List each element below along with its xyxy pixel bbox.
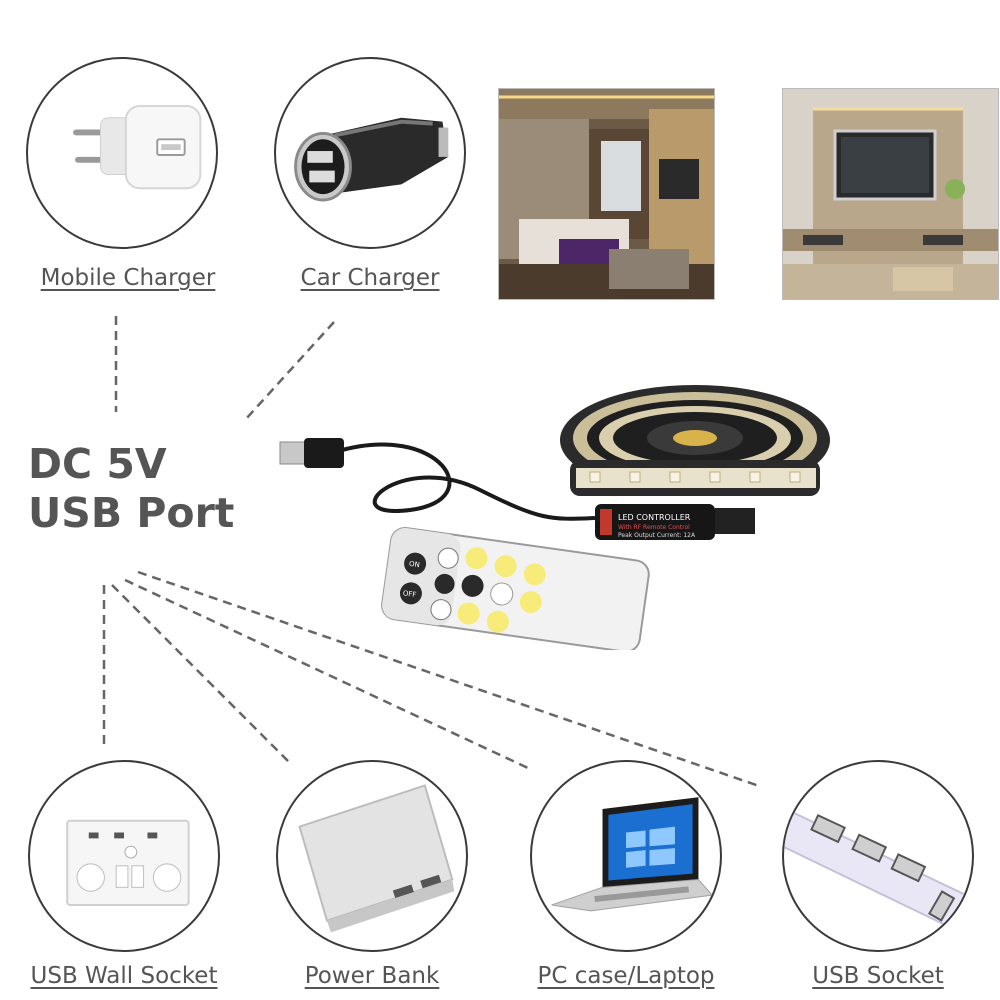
laptop-icon [551,797,714,912]
controller-title: LED CONTROLLER [618,513,691,522]
wall-charger-icon [73,105,202,190]
mobile-charger-circle [26,57,218,249]
car-charger-circle [274,57,466,249]
controller-rating: Peak Output Current: 12A [618,532,696,539]
label-usb-wall-socket: USB Wall Socket [30,963,218,989]
headline-line-1: DC 5V [28,440,167,488]
label-car-charger: Car Charger [300,265,440,291]
label-usb-socket: USB Socket [812,963,944,989]
label-mobile-charger: Mobile Charger [40,265,216,291]
led-strip-reel [560,385,830,496]
rf-remote: ON OFF [381,527,650,653]
controller-subtitle: With RF Remote Control [618,524,690,531]
led-strip-kit-graphic: LED CONTROLLER With RF Remote Control Pe… [279,385,830,653]
wall-socket-icon [66,819,190,906]
remote-off-label: OFF [402,589,417,599]
led-controller: LED CONTROLLER With RF Remote Control Pe… [595,504,755,540]
usb-hub-circle [782,760,974,952]
remote-on-label: ON [408,560,420,569]
usb-cable [279,438,596,521]
power-bank-icon [298,784,455,933]
power-bank-circle [276,760,468,952]
label-pc-laptop: PC case/Laptop [537,963,715,989]
laptop-circle [530,760,722,952]
led-strip-kit: LED CONTROLLER With RF Remote Control Pe… [240,380,860,653]
label-power-bank: Power Bank [304,963,440,989]
voltage-headline: DC 5V USB Port [28,440,234,538]
car-charger-icon [294,117,449,202]
wall-socket-circle [28,760,220,952]
living-room-photo [782,88,999,300]
headline-line-2: USB Port [28,489,235,538]
usb-hub-icon [784,811,968,928]
bedroom-photo [498,88,715,300]
